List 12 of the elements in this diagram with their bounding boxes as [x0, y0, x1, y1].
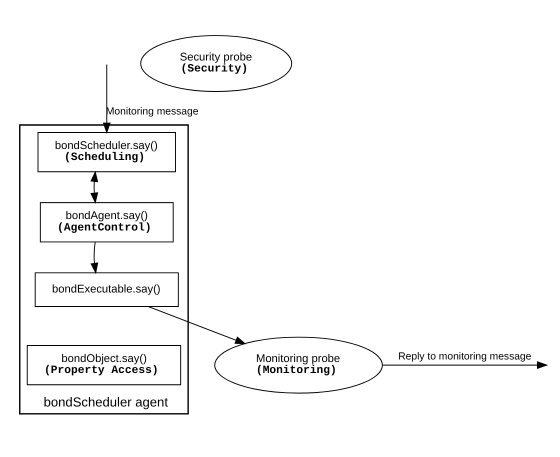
arrow — [90, 170, 98, 204]
edge-label: Reply to monitoring message — [398, 351, 532, 362]
arrow — [90, 242, 98, 274]
node-box: bondObject.say() (Property Access) — [26, 345, 182, 386]
node-box: bondScheduler.say() (Scheduling) — [38, 132, 176, 172]
arrow — [382, 361, 548, 370]
edge-label: Monitoring message — [106, 106, 198, 118]
node-box: bondExecutable.say() — [34, 272, 179, 307]
arrow — [148, 306, 246, 344]
node-box: bondAgent.say() (AgentControl) — [40, 202, 174, 242]
arrow — [102, 64, 111, 134]
node-ellipse: Security probe (Security) — [140, 35, 292, 92]
